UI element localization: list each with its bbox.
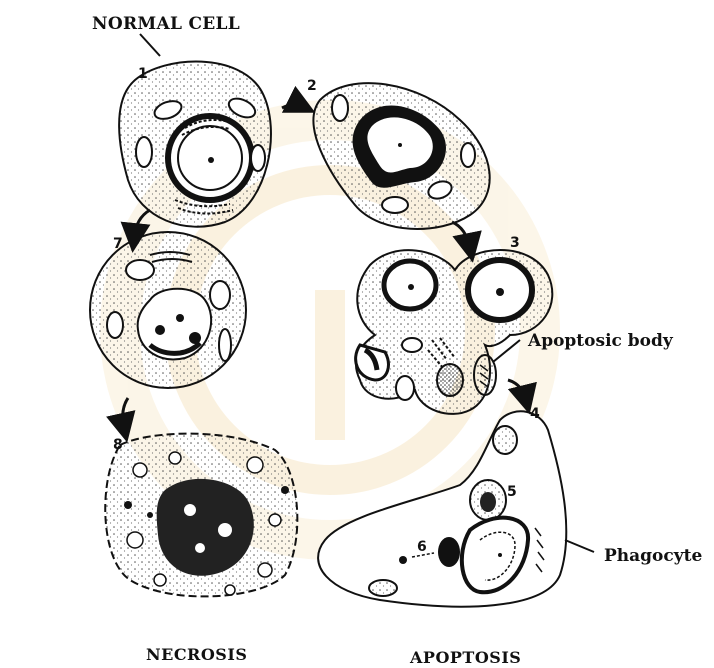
cell-2-shrinking — [313, 83, 489, 229]
step-number-1: 1 — [138, 66, 148, 82]
step-number-2: 2 — [307, 78, 317, 94]
step-number-4: 4 — [530, 406, 540, 422]
phagocyte-pointer — [565, 540, 594, 552]
normal-cell-label: NORMAL CELL — [92, 14, 240, 34]
step-number-3: 3 — [510, 235, 520, 251]
normal-cell-pointer — [140, 34, 160, 56]
apoptosis-label: APOPTOSIS — [410, 648, 521, 667]
phagocyte-label: Phagocyte — [604, 546, 702, 566]
step-number-5: 5 — [507, 484, 517, 500]
cell-7-swelling — [90, 232, 246, 388]
step-number-6: 6 — [417, 539, 427, 555]
necrosis-label: NECROSIS — [146, 645, 247, 664]
cell-1-normal — [119, 62, 271, 227]
apoptosic-body-label: Apoptosic body — [528, 331, 673, 351]
step-number-7: 7 — [113, 236, 123, 252]
step-number-8: 8 — [113, 437, 123, 453]
cell-8-necrotic — [105, 434, 297, 597]
